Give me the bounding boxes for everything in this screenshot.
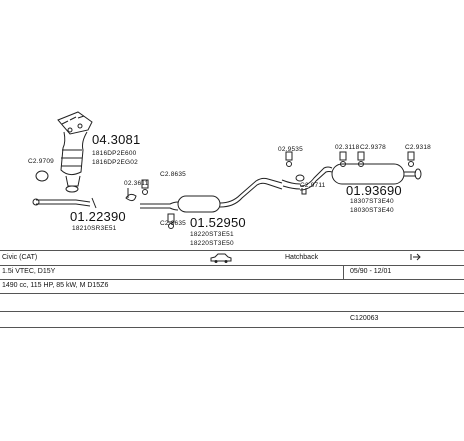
rear-ref-4: C2.9378 <box>360 144 386 151</box>
engine-details: 1490 cc, 115 HP, 85 kW, M D15Z6 <box>2 282 109 289</box>
car-icon <box>210 253 232 265</box>
hanger-number-2: C2.8635 <box>160 220 186 227</box>
center-oe-code-1: 18220ST3E51 <box>190 231 234 238</box>
hanger-number-1: C2.8635 <box>160 171 186 178</box>
vehicle-model: Civic (CAT) <box>2 254 38 261</box>
production-dates: 05/90 - 12/01 <box>350 268 392 275</box>
clamp-ring-drawing <box>35 170 49 182</box>
rear-ref-2: C2.9711 <box>300 182 326 189</box>
catalytic-converter-drawing <box>57 111 93 193</box>
table-border-4 <box>0 293 464 294</box>
diagram-reference: C120063 <box>350 315 379 322</box>
cat-oe-code-1: 1816DP2E600 <box>92 150 137 157</box>
table-border-bottom <box>0 327 464 328</box>
body-type: Hatchback <box>285 254 319 261</box>
cat-clamp-number: C2.9709 <box>28 158 54 165</box>
engine-spec: 1.5i VTEC, D15Y <box>2 268 56 275</box>
table-border-5 <box>0 311 464 312</box>
center-silencer-drawing <box>140 177 301 213</box>
center-oe-code-2: 18220ST3E50 <box>190 240 234 247</box>
cat-part-number: 04.3081 <box>92 132 141 147</box>
rear-ref-1: 02.9535 <box>278 146 303 153</box>
table-border-3 <box>0 279 464 280</box>
flange-joint-drawing <box>125 188 137 202</box>
front-pipe-number: 01.22390 <box>70 209 126 224</box>
table-border-top <box>0 250 464 251</box>
small-clamp-drawing <box>295 174 305 182</box>
front-ref-number: 02.3611 <box>124 180 149 187</box>
exhaust-drawing <box>32 111 422 229</box>
rear-silencer-number: 01.93690 <box>346 183 402 198</box>
table-border-2 <box>0 265 464 266</box>
rear-oe-code-1: 18307ST3E40 <box>350 198 394 205</box>
rear-ref-5: C2.9318 <box>405 144 431 151</box>
center-silencer-number: 01.52950 <box>190 215 246 230</box>
rear-oe-code-2: 18030ST3E40 <box>350 207 394 214</box>
front-pipe-oe-code: 18210SR3E51 <box>72 225 117 232</box>
table-divider <box>343 265 344 279</box>
front-pipe-drawing <box>32 197 97 209</box>
exit-arrow-icon <box>410 252 422 264</box>
rear-ref-3: 02.3118 <box>335 144 360 151</box>
exhaust-diagram: 04.3081 1816DP2E600 1816DP2EG02 C2.9709 … <box>28 111 431 247</box>
rear-silencer-drawing <box>299 163 422 191</box>
cat-oe-code-2: 1816DP2EG02 <box>92 159 138 166</box>
